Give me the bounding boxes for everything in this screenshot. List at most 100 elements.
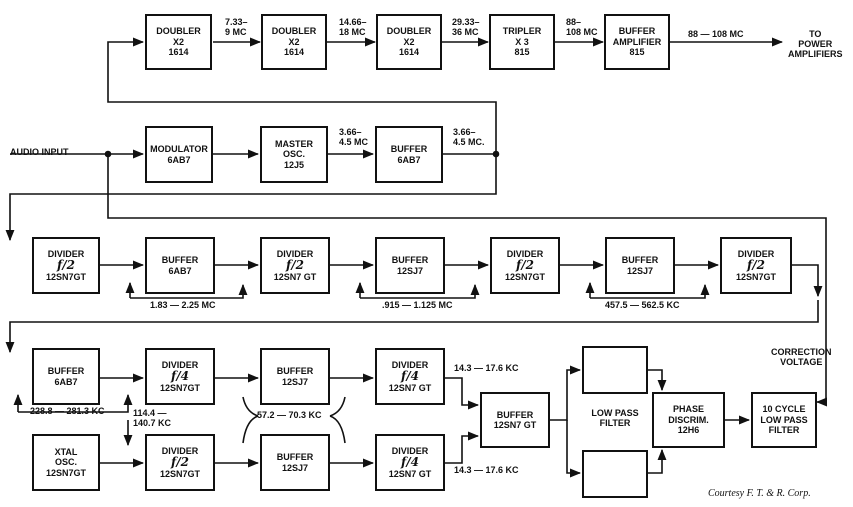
divider-r3-2-tube: 12SN7 GT	[273, 272, 317, 283]
freq-label-6: 3.66– 4.5 MC	[339, 127, 369, 148]
buffer-r3-1-tube: 6AB7	[168, 265, 192, 276]
correction-voltage-label: CORRECTION VOLTAGE	[771, 347, 832, 368]
buffer-6ab7-tube: 6AB7	[397, 154, 421, 165]
freq-label-7-b: 4.5 MC.	[453, 136, 485, 147]
freq-label-9: .915 — 1.125 MC	[382, 300, 453, 310]
freq-label-1-b: 9 MC	[225, 26, 247, 37]
divider-r4-1-tube: 12SN7GT	[159, 383, 201, 394]
xtal-osc-subtitle: OSC.	[54, 457, 77, 468]
freq-label-15: 14.3 — 17.6 KC	[454, 465, 519, 475]
low-pass-filter-top-block	[582, 346, 648, 394]
to-power-line-3: AMPLIFIERS	[788, 48, 843, 59]
buffer-r5-2-block: BUFFER 12SJ7	[260, 434, 330, 491]
credit-caption: Courtesy F. T. & R. Corp.	[708, 488, 811, 499]
xtal-osc-title: XTAL	[54, 446, 78, 457]
ten-cycle-title: 10 CYCLE	[762, 404, 806, 415]
freq-label-2-b: 18 MC	[339, 26, 366, 37]
divider-r5-1-ratio: f/2	[171, 454, 189, 469]
divider-r5-2-tube: 12SN7 GT	[388, 469, 432, 480]
doubler-1-block: DOUBLER X2 1614	[145, 14, 212, 70]
divider-r3-3-ratio: f/2	[516, 257, 534, 272]
tripler-block: TRIPLER X 3 815	[489, 14, 555, 70]
buffer-amplifier-subtitle: AMPLIFIER	[612, 36, 662, 47]
freq-label-1: 7.33– 9 MC	[225, 17, 248, 38]
tripler-factor: X 3	[515, 36, 529, 47]
divider-r5-2-ratio: f/4	[401, 454, 419, 469]
xtal-osc-tube: 12SN7GT	[45, 467, 87, 478]
freq-label-11: 228.8 — 281.3 KC	[30, 406, 105, 416]
tripler-title: TRIPLER	[502, 26, 542, 37]
divider-r4-1-ratio: f/4	[171, 368, 189, 383]
divider-r3-4-tube: 12SN7GT	[735, 272, 777, 283]
freq-label-7-a: 3.66–	[453, 127, 476, 137]
buffer-r3-3-title: BUFFER	[621, 255, 659, 266]
freq-label-14: 14.3 — 17.6 KC	[454, 363, 519, 373]
divider-r5-2-title: DIVIDER	[391, 445, 429, 456]
doubler-1-tube: 1614	[168, 47, 189, 58]
correction-line-1: CORRECTION	[771, 347, 832, 357]
phase-discrim-block: PHASE DISCRIM. 12H6	[652, 392, 725, 448]
doubler-1-factor: X2	[172, 36, 184, 47]
buffer-r3-1-block: BUFFER 6AB7	[145, 237, 215, 294]
buffer-r4-1-block: BUFFER 6AB7	[32, 348, 100, 405]
freq-label-12-a: 114.4 —	[133, 408, 167, 418]
doubler-3-block: DOUBLER X2 1614	[376, 14, 442, 70]
buffer-r3-3-tube: 12SJ7	[626, 265, 654, 276]
freq-label-13: 57.2 — 70.3 KC	[257, 410, 322, 420]
master-osc-subtitle: OSC.	[282, 149, 305, 160]
freq-label-6-b: 4.5 MC	[339, 136, 369, 147]
divider-r5-1-block: DIVIDER f/2 12SN7GT	[145, 434, 215, 491]
buffer-r3-2-title: BUFFER	[391, 255, 429, 266]
buffer-6ab7-block: BUFFER 6AB7	[375, 126, 443, 183]
buffer-amplifier-block: BUFFER AMPLIFIER 815	[604, 14, 670, 70]
audio-input-label: AUDIO INPUT	[10, 147, 69, 157]
divider-r3-1-title: DIVIDER	[47, 248, 85, 259]
buffer-r3-2-tube: 12SJ7	[396, 265, 424, 276]
to-power-line-2: POWER	[798, 38, 833, 49]
divider-r4-2-block: DIVIDER f/4 12SN7 GT	[375, 348, 445, 405]
divider-r4-2-ratio: f/4	[401, 368, 419, 383]
freq-label-3-b: 36 MC	[452, 26, 479, 37]
divider-r5-2-block: DIVIDER f/4 12SN7 GT	[375, 434, 445, 491]
freq-label-12-b: 140.7 KC	[133, 417, 172, 428]
freq-label-10: 457.5 — 562.5 KC	[605, 300, 680, 310]
tripler-tube: 815	[514, 47, 530, 58]
divider-r3-1-block: DIVIDER f/2 12SN7GT	[32, 237, 100, 294]
buffer-r4-2-tube: 12SJ7	[281, 376, 309, 387]
divider-r4-1-title: DIVIDER	[161, 359, 199, 370]
freq-label-4: 88– 108 MC	[566, 17, 598, 38]
divider-r3-3-tube: 12SN7GT	[504, 272, 546, 283]
divider-r3-4-block: DIVIDER f/2 12SN7GT	[720, 237, 792, 294]
buffer-r5-2-title: BUFFER	[276, 452, 314, 463]
freq-label-6-a: 3.66–	[339, 127, 362, 137]
freq-label-7: 3.66– 4.5 MC.	[453, 127, 485, 148]
low-pass-filter-label: LOW PASS FILTER	[578, 408, 652, 429]
freq-label-3: 29.33– 36 MC	[452, 17, 480, 38]
ten-cycle-low-pass-block: 10 CYCLE LOW PASS FILTER	[751, 392, 817, 448]
doubler-3-tube: 1614	[398, 47, 420, 58]
buffer-r3-1-title: BUFFER	[161, 255, 199, 266]
doubler-1-title: DOUBLER	[156, 26, 201, 37]
buffer-r4-2-block: BUFFER 12SJ7	[260, 348, 330, 405]
correction-line-2: VOLTAGE	[780, 356, 823, 367]
buffer-amplifier-tube: 815	[629, 47, 645, 58]
master-osc-tube: 12J5	[283, 159, 305, 170]
divider-r3-2-title: DIVIDER	[276, 248, 314, 259]
modulator-tube: 6AB7	[167, 154, 191, 165]
divider-r4-1-block: DIVIDER f/4 12SN7GT	[145, 348, 215, 405]
freq-label-5: 88 — 108 MC	[688, 29, 744, 39]
to-power-line-1: TO	[809, 29, 822, 39]
freq-label-3-a: 29.33–	[452, 17, 480, 27]
low-pass-filter-bottom-block	[582, 450, 648, 498]
xtal-osc-block: XTAL OSC. 12SN7GT	[32, 434, 100, 491]
doubler-2-block: DOUBLER X2 1614	[261, 14, 327, 70]
divider-r3-4-ratio: f/2	[747, 257, 765, 272]
buffer-r3-3-block: BUFFER 12SJ7	[605, 237, 675, 294]
divider-r5-1-tube: 12SN7GT	[159, 469, 201, 480]
divider-r3-1-tube: 12SN7GT	[45, 272, 87, 283]
doubler-2-factor: X2	[288, 36, 300, 47]
buffer-12sn7-title: BUFFER	[496, 409, 534, 420]
divider-r5-1-title: DIVIDER	[161, 445, 199, 456]
